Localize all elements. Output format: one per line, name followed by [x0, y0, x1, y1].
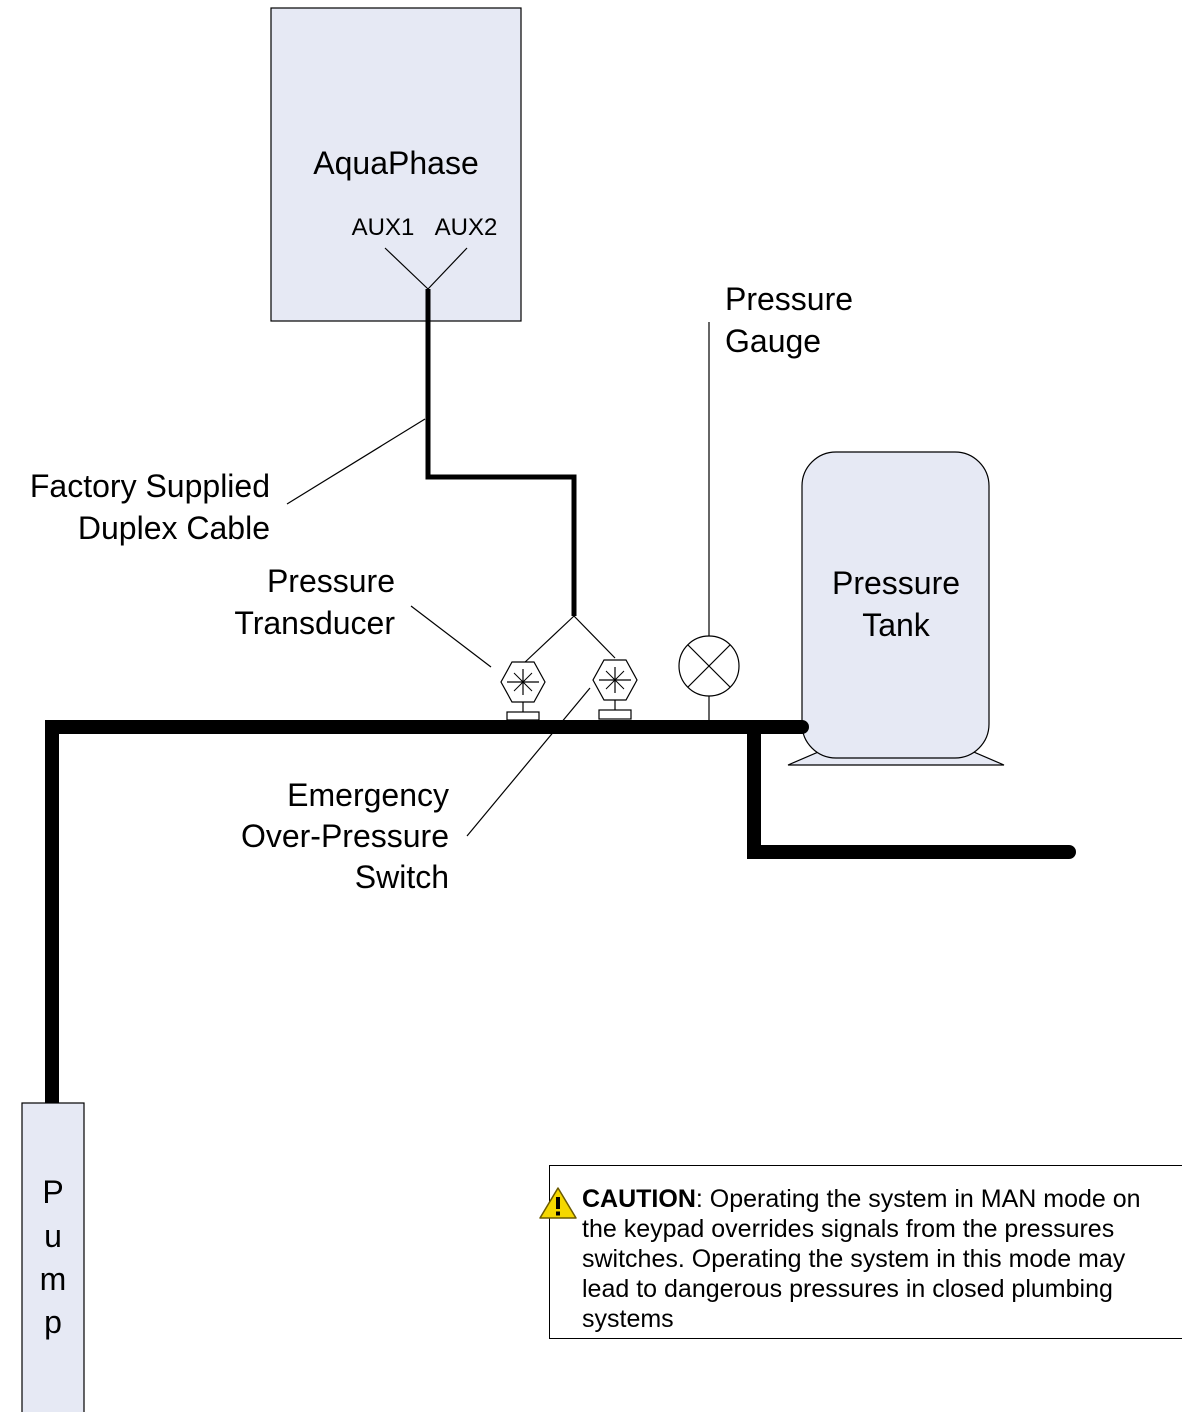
caution-box: CAUTION: Operating the system in MAN mod…	[539, 1165, 1182, 1339]
caution-body: : Operating the system in MAN mode on th…	[582, 1185, 1141, 1333]
cable-label-line2: Duplex Cable	[78, 510, 270, 546]
switch-leader	[466, 687, 591, 837]
aquaphase-box	[270, 7, 522, 322]
pump-letter-u: u	[44, 1218, 62, 1254]
pump-letter-p2: p	[44, 1304, 62, 1340]
cable-split-right	[573, 615, 616, 659]
warning-icon	[539, 1187, 577, 1219]
tank-label-line2: Tank	[862, 607, 931, 643]
switch-label-line2: Over-Pressure	[241, 818, 449, 854]
pressure-gauge-icon	[678, 635, 740, 724]
switch-label-line3: Switch	[355, 859, 449, 895]
switch-label-line1: Emergency	[287, 777, 449, 813]
pump-letter-m: m	[40, 1261, 67, 1297]
outlet-pipe	[747, 720, 1076, 859]
tank-label-line1: Pressure	[832, 565, 960, 601]
transducer-label-line1: Pressure	[267, 563, 395, 599]
transducer-label-line2: Transducer	[234, 605, 395, 641]
transducer-leader	[410, 605, 492, 668]
aux-split-right	[427, 247, 468, 290]
main-pipe	[45, 720, 809, 1110]
cable-split-left	[522, 615, 575, 665]
cable-leader	[286, 418, 426, 505]
aquaphase-label: AquaPhase	[313, 145, 478, 181]
caution-heading: CAUTION	[582, 1185, 696, 1213]
switch-icon	[592, 659, 638, 720]
pressure-tank	[801, 451, 990, 759]
gauge-label-line2: Gauge	[725, 323, 821, 359]
cable-label-line1: Factory Supplied	[30, 468, 270, 504]
duplex-cable	[425, 289, 577, 616]
aux1-label: AUX1	[352, 214, 415, 241]
pump-letter-p: P	[42, 1174, 63, 1210]
gauge-label-line1: Pressure	[725, 281, 853, 317]
caution-text: CAUTION: Operating the system in MAN mod…	[582, 1184, 1142, 1334]
aux-split-left	[384, 247, 429, 290]
pump	[21, 1102, 85, 1412]
transducer-icon	[500, 661, 546, 721]
aux2-label: AUX2	[435, 214, 498, 241]
